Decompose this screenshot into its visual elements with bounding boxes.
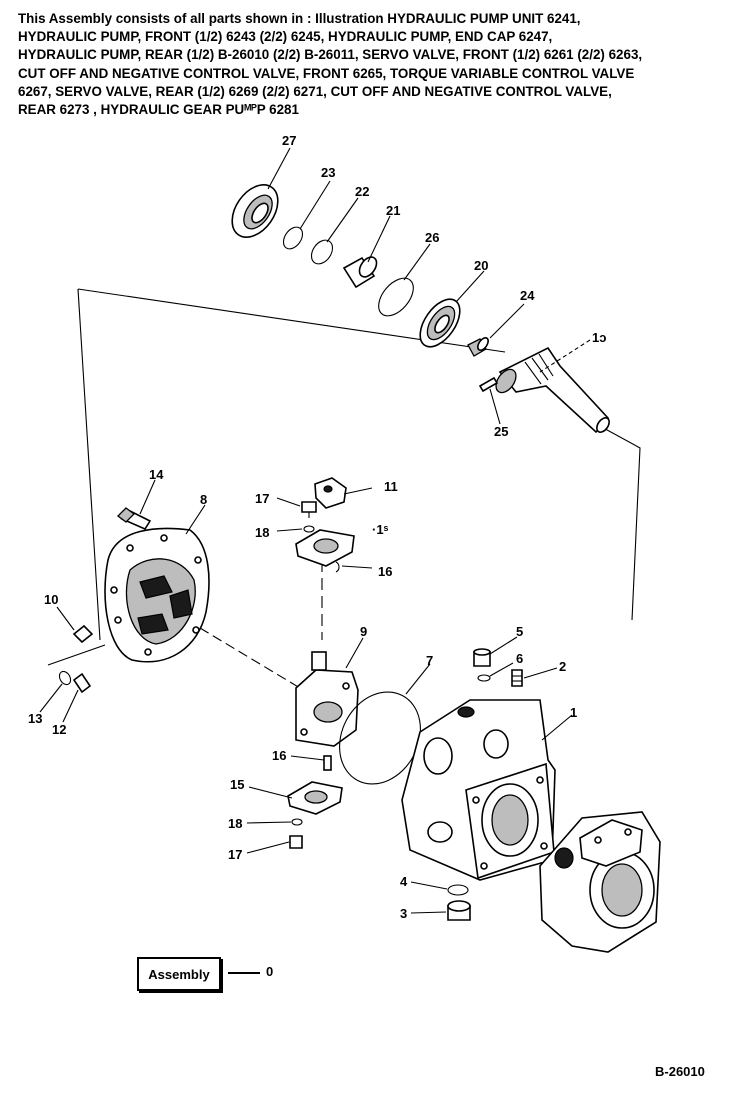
callout-16-lower: 16 bbox=[272, 748, 286, 763]
figure-id: B-26010 bbox=[655, 1064, 705, 1079]
callout-22: 22 bbox=[355, 184, 369, 199]
callout-labels: 27 23 22 21 26 20 24 1ɔ 25 14 8 17 11 18… bbox=[28, 133, 606, 921]
snap-ring-part-26 bbox=[378, 277, 414, 317]
flange-part-15-upper bbox=[295, 529, 355, 567]
bolt-part-17-lower bbox=[289, 835, 303, 849]
callout-13: 13 bbox=[28, 711, 42, 726]
callout-21: 21 bbox=[386, 203, 400, 218]
callout-17-upper: 17 bbox=[255, 491, 269, 506]
callout-2: 2 bbox=[559, 659, 566, 674]
header-line-6: REAR 6273 , HYDRAULIC GEAR PUᴹᴾP 6281 bbox=[18, 102, 299, 118]
leader-lines bbox=[39, 147, 591, 914]
header-line-1: This Assembly consists of all parts show… bbox=[18, 11, 581, 26]
callout-27: 27 bbox=[282, 133, 296, 148]
washer-part-18-upper bbox=[303, 525, 315, 533]
plug-part-5 bbox=[473, 648, 491, 667]
callout-11: 11 bbox=[384, 479, 398, 494]
pump-casing-part-1 bbox=[401, 699, 556, 881]
assembly-label: Assembly bbox=[148, 966, 210, 982]
callout-1: 1 bbox=[570, 705, 577, 720]
callout-17-lower: 17 bbox=[228, 847, 242, 862]
flange-part-15-lower bbox=[287, 781, 343, 815]
drive-shaft-part-19 bbox=[495, 346, 610, 434]
callout-7: 7 bbox=[426, 653, 433, 668]
header-line-3: HYDRAULIC PUMP, REAR (1/2) B-26010 (2/2)… bbox=[18, 47, 643, 63]
o-ring-part-6 bbox=[477, 674, 491, 682]
bolt-part-17-upper bbox=[301, 501, 317, 518]
plug-part-10 bbox=[72, 624, 94, 644]
callout-6: 6 bbox=[516, 651, 523, 666]
o-ring-part-13 bbox=[58, 670, 72, 686]
plug-part-3 bbox=[447, 900, 471, 921]
bearing-part-20 bbox=[419, 298, 461, 348]
callout-9: 9 bbox=[360, 624, 367, 639]
callout-3: 3 bbox=[400, 906, 407, 921]
cap-block-part-11 bbox=[314, 477, 347, 509]
callout-20: 20 bbox=[474, 258, 488, 273]
header-line-5: 6267, SERVO VALVE, REAR (1/2) 6269 (2/2)… bbox=[18, 83, 612, 99]
assembly-leader-dash bbox=[228, 972, 260, 974]
o-ring-part-4 bbox=[447, 884, 469, 896]
callout-5: 5 bbox=[516, 624, 523, 639]
callout-15-upper: ·1ˢ bbox=[372, 522, 389, 537]
callout-4: 4 bbox=[400, 874, 408, 889]
callout-12: 12 bbox=[52, 722, 66, 737]
callout-18-lower: 18 bbox=[228, 816, 242, 831]
plug-part-12 bbox=[72, 672, 92, 694]
assembly-ref-number: 0 bbox=[266, 964, 274, 979]
spacer-part-21 bbox=[342, 256, 378, 289]
callout-19: 1ɔ bbox=[592, 330, 606, 345]
callout-10: 10 bbox=[44, 592, 58, 607]
callout-23: 23 bbox=[321, 165, 335, 180]
snap-ring-part-23 bbox=[282, 226, 304, 250]
pin-part-16-upper bbox=[335, 561, 340, 573]
callout-14: 14 bbox=[149, 467, 164, 482]
ring-part-22 bbox=[310, 239, 334, 265]
oil-seal-part-27 bbox=[231, 184, 279, 238]
cover-part-8 bbox=[104, 527, 210, 663]
plug-part-2 bbox=[511, 669, 523, 687]
callout-25: 25 bbox=[494, 424, 508, 439]
callout-24: 24 bbox=[520, 288, 535, 303]
callout-18-upper: 18 bbox=[255, 525, 269, 540]
servo-valve-part-9 bbox=[295, 651, 359, 747]
callout-16-upper: 16 bbox=[378, 564, 392, 579]
assembly-label-box: Assembly bbox=[137, 957, 221, 991]
end-cap-housing bbox=[539, 811, 661, 953]
header-line-4: CUT OFF AND NEGATIVE CONTROL VALVE, FRON… bbox=[18, 65, 635, 81]
callout-26: 26 bbox=[425, 230, 439, 245]
key-pin-part-25 bbox=[478, 376, 499, 393]
callout-15-lower: 15 bbox=[230, 777, 244, 792]
bushing-part-24 bbox=[467, 337, 489, 357]
pin-part-16-lower bbox=[323, 755, 332, 771]
assembly-header: This Assembly consists of all parts show… bbox=[18, 10, 738, 119]
callout-8: 8 bbox=[200, 492, 207, 507]
header-line-2: HYDRAULIC PUMP, FRONT (1/2) 6243 (2/2) 6… bbox=[18, 29, 553, 45]
bolt-part-14 bbox=[117, 507, 152, 531]
washer-part-18-lower bbox=[291, 818, 303, 826]
